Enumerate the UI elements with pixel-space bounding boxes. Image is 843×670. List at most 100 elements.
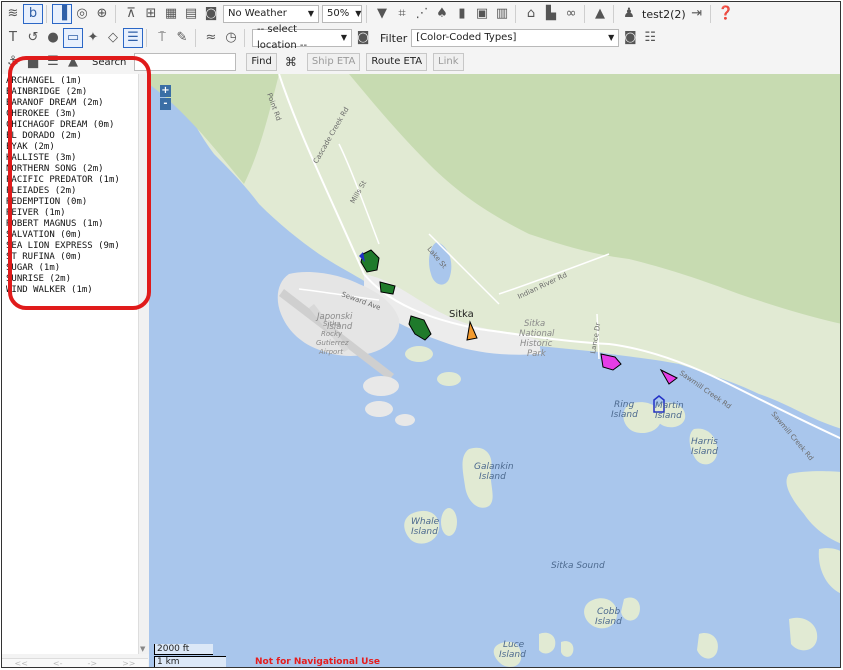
vessel-marker[interactable] [360, 249, 380, 273]
warning-icon[interactable]: ▲ [595, 6, 605, 21]
document-icon[interactable]: ▮ [458, 6, 466, 21]
vessel-marker[interactable] [653, 395, 665, 413]
vessel-marker[interactable] [359, 252, 365, 262]
vessel-list-item[interactable]: PLEIADES (2m) [6, 186, 77, 196]
vessel-marker[interactable] [379, 281, 396, 295]
search-input[interactable] [134, 53, 237, 71]
zoom-in-button[interactable]: + [160, 85, 171, 97]
legend-list-icon[interactable]: ☷ [644, 30, 657, 45]
map-view[interactable]: Ring Island Martin Island Harris Island … [149, 74, 840, 667]
ship-eta-button[interactable]: Ship ETA [306, 53, 361, 71]
report-icon[interactable]: ▙ [546, 6, 556, 21]
globe-icon[interactable]: ⊕ [96, 6, 108, 21]
voicemail-icon[interactable]: ∞ [565, 6, 577, 21]
anchor-icon[interactable]: ⍑ [158, 30, 166, 45]
zoom-out-button[interactable]: - [160, 98, 171, 110]
pin-icon[interactable]: ✦ [87, 30, 99, 45]
pager-first-button[interactable]: << [14, 659, 28, 668]
route-eta-button[interactable]: Route ETA [366, 53, 428, 71]
help-icon[interactable]: ❓ [717, 6, 734, 21]
martin-island [654, 402, 686, 428]
vessel-marker[interactable] [659, 368, 678, 385]
comment-icon[interactable]: ▭ [63, 28, 83, 48]
coastline [818, 548, 840, 593]
chevron-down-icon: ▼ [608, 33, 615, 42]
filter-select[interactable]: [Color-Coded Types]▼ [411, 29, 620, 47]
vessel-marker[interactable] [408, 315, 432, 341]
vessel-list-item[interactable]: ARCHANGEL (1m) [6, 76, 82, 86]
panel-icon[interactable]: ▐ [52, 4, 72, 24]
username[interactable]: test2(2) [642, 7, 686, 21]
clock-icon[interactable]: ◷ [225, 30, 237, 45]
waves-icon[interactable]: ≈ [205, 30, 217, 45]
vessel-list-item[interactable]: PACIFIC PREDATOR (1m) [6, 175, 120, 185]
building-icon[interactable]: ▥ [495, 6, 509, 21]
alert-icon[interactable]: ♠ [436, 6, 448, 21]
list-icon[interactable]: ☰ [123, 28, 143, 48]
opacity-select[interactable]: 50%▼ [322, 5, 362, 23]
island [395, 414, 415, 426]
triangle-icon[interactable]: ▲ [68, 54, 78, 69]
route-icon[interactable]: ⋰ [415, 6, 429, 21]
binoculars-icon[interactable]: ⌘ [284, 55, 297, 69]
info-icon[interactable]: ● [47, 30, 59, 45]
vessel-list-item[interactable]: CHICHAGOF DREAM (0m) [6, 120, 115, 130]
polygon-icon[interactable]: ◇ [108, 30, 118, 45]
vessel-list-item[interactable]: KALLISTE (3m) [6, 153, 77, 163]
vessel-list-item[interactable]: SUGAR (1m) [6, 263, 61, 273]
vessel-list-item[interactable]: EYAK (2m) [6, 142, 55, 152]
calendar-icon[interactable]: ▣ [475, 6, 489, 21]
pager-prev-button[interactable]: <- [52, 659, 63, 668]
vessel-list-item[interactable]: BARANOF DREAM (2m) [6, 98, 104, 108]
vessel-sidebar: ARCHANGEL (1m)BAINBRIDGE (2m)BARANOF DRE… [2, 74, 149, 654]
vessel-list-item[interactable]: SUNRISE (2m) [6, 274, 72, 284]
road [278, 74, 840, 440]
vessel-list-item[interactable]: CHEROKEE (3m) [6, 109, 77, 119]
vessel-list-item[interactable]: SALVATION (0m) [6, 230, 82, 240]
layers-icon[interactable]: ≋ [7, 6, 19, 21]
pencil-icon[interactable]: ✎ [176, 30, 188, 45]
vessel-list-item[interactable]: NORTHERN SONG (2m) [6, 164, 104, 174]
screenshot-icon[interactable]: ◙ [204, 6, 218, 21]
vessel-marker[interactable] [466, 320, 478, 341]
menu-icon[interactable]: ☰ [47, 54, 59, 69]
vessel-list-item[interactable]: WIND WALKER (1m) [6, 285, 93, 295]
select-cursor-icon[interactable]: b [23, 4, 43, 24]
scale-km: 1 km [154, 656, 226, 667]
area-select-icon[interactable]: ⌗ [398, 6, 406, 21]
filter-settings-icon[interactable]: ◙ [623, 30, 637, 45]
vessel-list-item[interactable]: REIVER (1m) [6, 208, 66, 218]
find-button[interactable]: Find [246, 53, 277, 71]
airport-label-4: Airport [318, 348, 343, 356]
ship-icon[interactable]: ⚓ [7, 54, 19, 69]
vessel-list-item[interactable]: SEA LION EXPRESS (9m) [6, 241, 120, 251]
island [621, 597, 640, 621]
vessel-list-item[interactable]: ROBERT MAGNUS (1m) [6, 219, 104, 229]
scroll-down-icon[interactable]: ▼ [140, 645, 146, 653]
airport-label-1: Sitka [323, 320, 340, 328]
weather-select[interactable]: No Weather▼ [223, 5, 319, 23]
text-tool-icon[interactable]: T [9, 30, 17, 45]
link-button[interactable]: Link [433, 53, 464, 71]
vessel-marker[interactable] [600, 353, 622, 371]
print-icon[interactable]: ▤ [184, 6, 198, 21]
vessel-list-item[interactable]: BAINBRIDGE (2m) [6, 87, 88, 97]
logout-icon[interactable]: ⇥ [691, 6, 703, 21]
pager-next-button[interactable]: -> [87, 659, 98, 668]
compass-icon[interactable]: ◎ [76, 6, 88, 21]
chevron-down-icon: ▼ [340, 33, 347, 42]
align-top-icon[interactable]: ⊼ [126, 6, 136, 21]
location-settings-icon[interactable]: ◙ [356, 30, 370, 45]
undo-icon[interactable]: ↺ [27, 30, 39, 45]
filter-icon[interactable]: ▼ [377, 6, 387, 21]
pager-last-button[interactable]: >> [122, 659, 136, 668]
vehicle-icon[interactable]: ▆ [28, 54, 38, 69]
align-middle-icon[interactable]: ⊞ [145, 6, 157, 21]
vessel-list-item[interactable]: REDEMPTION (0m) [6, 197, 88, 207]
location-select[interactable]: -- select location --▼ [252, 24, 352, 51]
sidebar-scrollbar[interactable] [138, 74, 149, 654]
alarm-icon[interactable]: ⌂ [526, 6, 536, 21]
align-grid-icon[interactable]: ▦ [164, 6, 178, 21]
vessel-list-item[interactable]: EL DORADO (2m) [6, 131, 82, 141]
vessel-list-item[interactable]: ST RUFINA (0m) [6, 252, 82, 262]
